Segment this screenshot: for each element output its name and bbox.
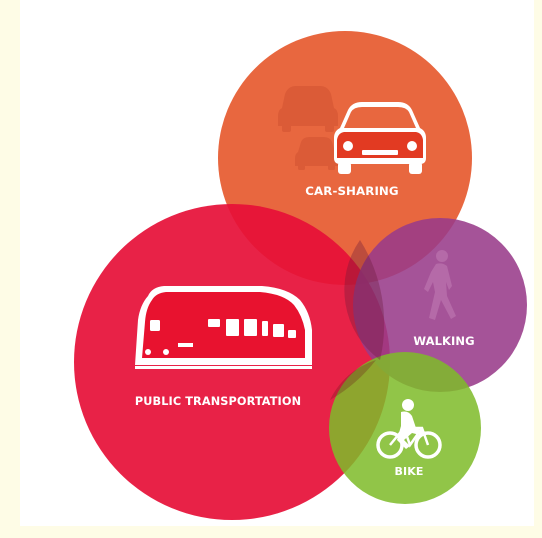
car-icon bbox=[278, 86, 426, 174]
public-bike-overlap bbox=[330, 360, 376, 400]
public-walking-overlap bbox=[344, 240, 385, 360]
train-icon bbox=[135, 286, 312, 369]
cyclist-icon bbox=[376, 399, 442, 459]
walking-label: WALKING bbox=[413, 334, 474, 348]
public-transportation-label: PUBLIC TRANSPORTATION bbox=[135, 395, 301, 408]
bike-label: BIKE bbox=[395, 465, 424, 478]
walking-person-icon bbox=[424, 250, 456, 320]
car-sharing-label: CAR-SHARING bbox=[305, 184, 398, 198]
walking-circle bbox=[353, 218, 527, 392]
